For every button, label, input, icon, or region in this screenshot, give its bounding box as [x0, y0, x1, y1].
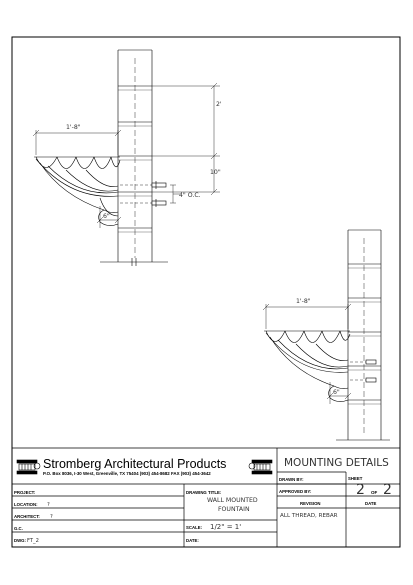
- lower-dim-width-label: 1'-8": [296, 298, 311, 305]
- upper-dim-spacing-label: 10": [210, 169, 221, 176]
- upper-dim-width: [32, 129, 122, 155]
- sheet-of: OF: [371, 490, 378, 495]
- sheet-number: 2: [356, 482, 365, 498]
- lower-dim-width: [262, 303, 352, 329]
- lower-dim-depth-label: 6": [333, 389, 340, 396]
- date-label: DATE:: [186, 538, 199, 543]
- revision-header: REVISION: [300, 501, 321, 506]
- company-name: Stromberg Architectural Products: [43, 457, 226, 471]
- title-block: [12, 447, 400, 547]
- sheet-title: MOUNTING DETAILS: [284, 457, 389, 469]
- upper-dim-oc: [170, 184, 180, 204]
- sheet-label: SHEET: [348, 476, 363, 481]
- upper-detail: [32, 49, 220, 266]
- lower-detail: [262, 229, 390, 441]
- architect-label: ARCHITECT:: [14, 514, 40, 519]
- dwg-value: FT_2: [27, 538, 39, 544]
- project-label: PROJECT:: [14, 490, 36, 495]
- sheet-total: 2: [383, 482, 392, 498]
- lower-basin-scallops: [264, 330, 351, 389]
- upper-dim-width-label: 1'-8": [66, 124, 81, 131]
- company-address: P.O. Box 8036, I-30 West, Greenville, TX…: [43, 471, 211, 476]
- approved-by-label: APPROVED BY:: [279, 489, 312, 494]
- lower-column-joints: [348, 263, 381, 405]
- architect-value: ?: [50, 514, 53, 520]
- upper-dim-depth: [96, 206, 122, 228]
- drawing-title-line1: WALL MOUNTED: [207, 497, 258, 504]
- upper-bolts: [120, 181, 167, 207]
- upper-dim-oc-label: 4" O.C.: [179, 192, 201, 199]
- drawing-title-line2: FOUNTAIN: [218, 506, 250, 513]
- location-label: LOCATION:: [14, 502, 38, 507]
- stromberg-logo-right: [248, 459, 273, 475]
- upper-basin-scallops: [34, 156, 121, 217]
- lower-bolts: [350, 359, 377, 383]
- sheet-border: [11, 36, 401, 548]
- dwg-label: DWG:: [14, 538, 27, 543]
- stromberg-logo-left: [16, 459, 41, 475]
- scale-value: 1/2" = 1': [210, 523, 241, 531]
- drawn-by-label: DRAWN BY:: [279, 477, 304, 482]
- location-value: ?: [47, 502, 50, 508]
- revision-note: ALL THREAD, REBAR: [280, 513, 338, 519]
- revision-date-header: DATE: [365, 501, 377, 506]
- scale-label: SCALE:: [186, 525, 203, 530]
- gc-label: G.C.: [14, 526, 23, 531]
- upper-dim-height-label: 2': [216, 101, 222, 108]
- upper-dim-height: [152, 82, 220, 196]
- drawing-title-label: DRAWING TITLE:: [186, 490, 222, 495]
- upper-dim-depth-label: 6": [103, 213, 110, 220]
- lower-dim-depth: [326, 382, 352, 404]
